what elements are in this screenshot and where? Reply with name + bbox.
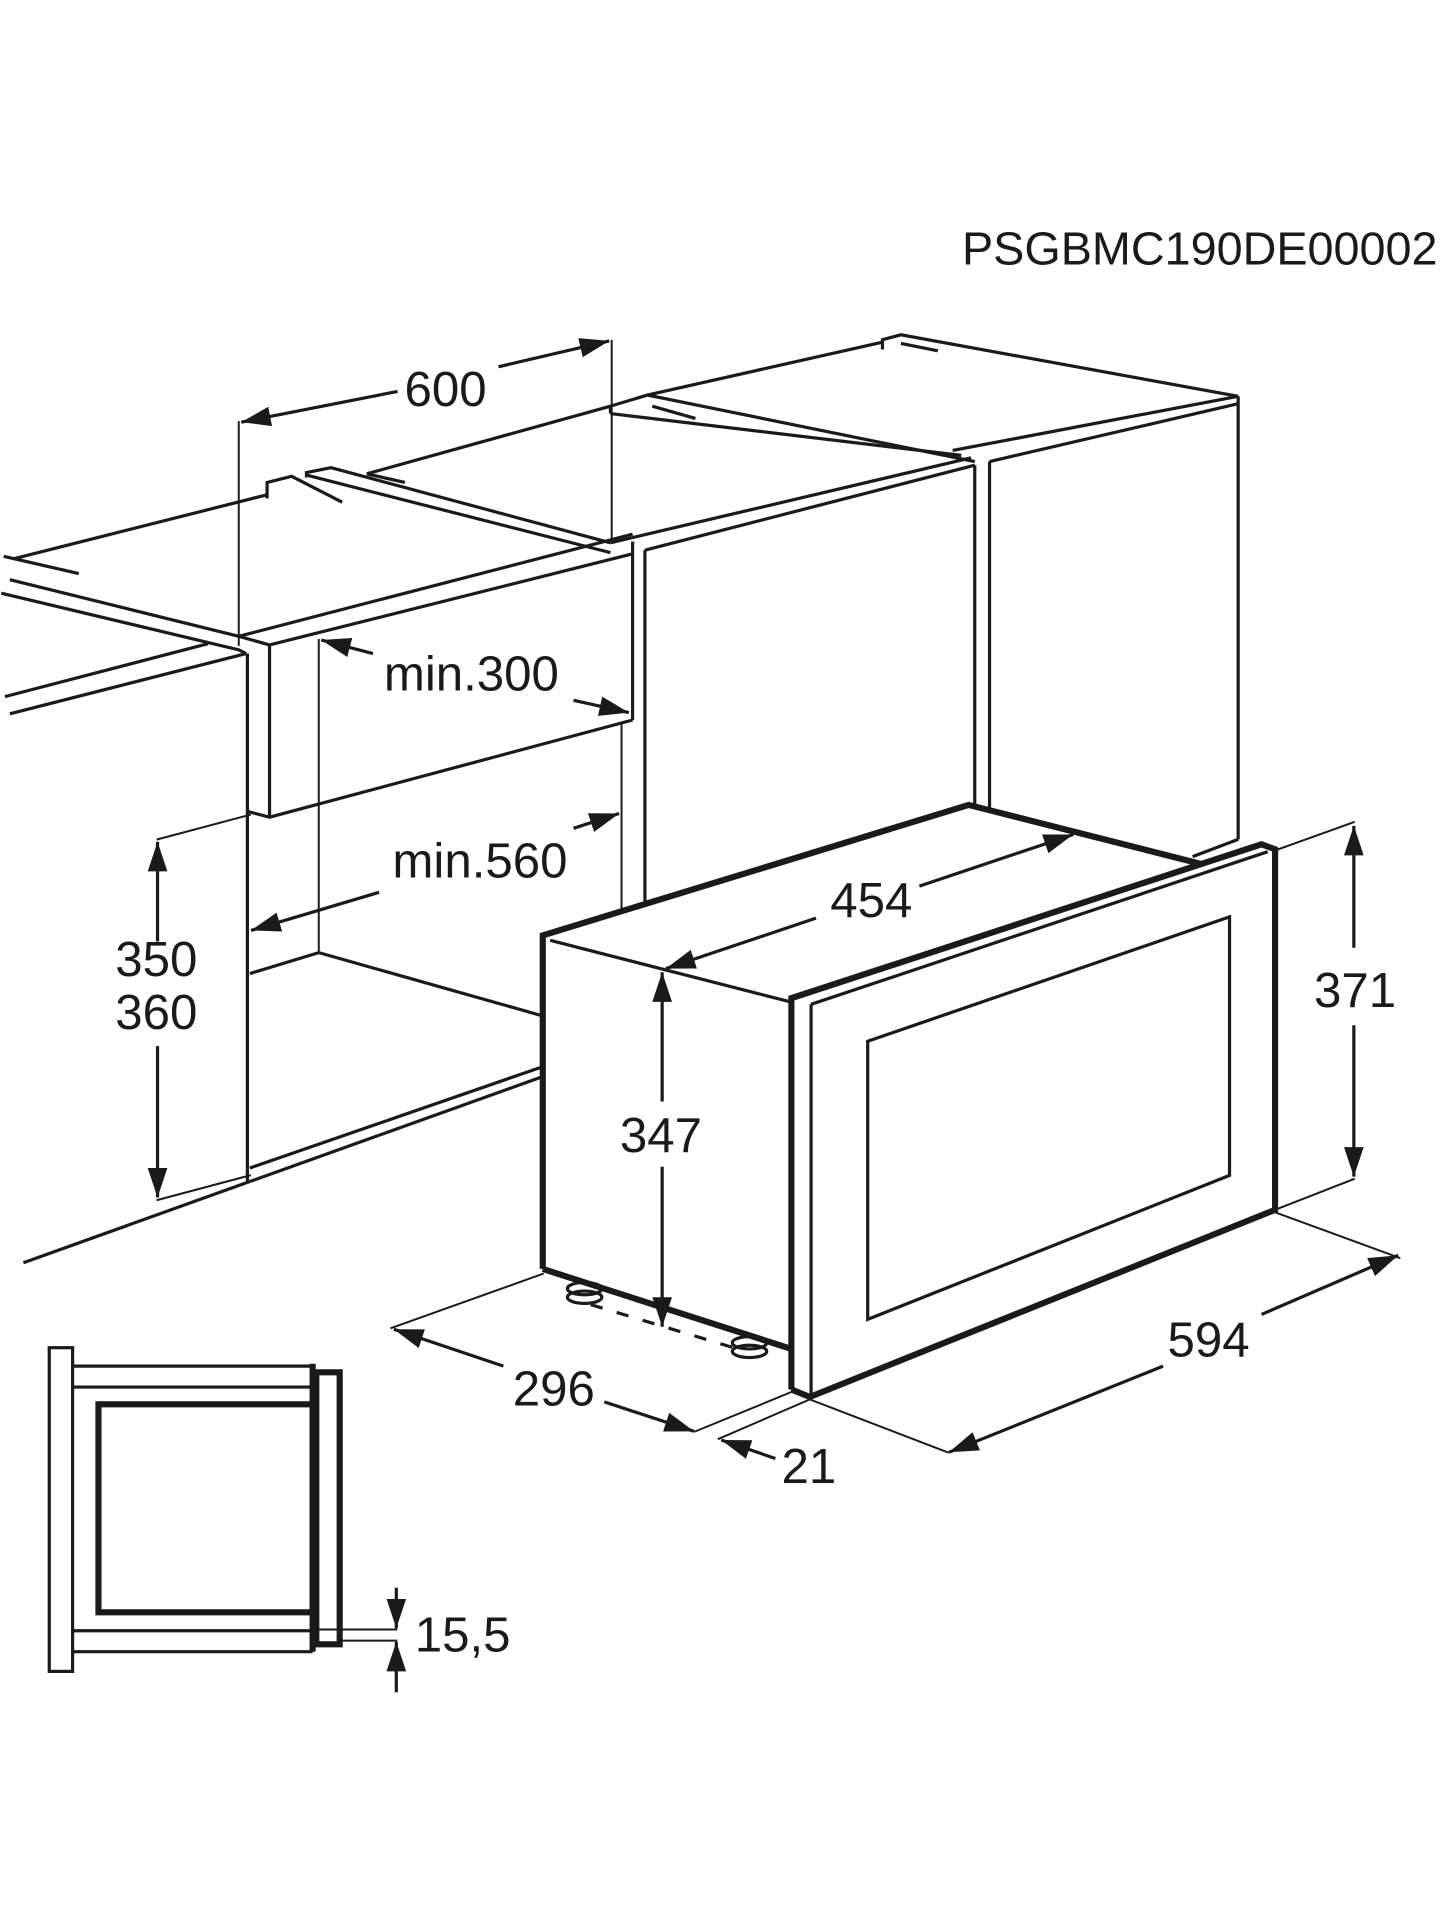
label-min-560: min.560 (392, 834, 567, 889)
label-600: 600 (404, 362, 486, 417)
label-350: 350 (115, 932, 197, 987)
label-296: 296 (513, 1362, 595, 1417)
label-347: 347 (620, 1108, 702, 1163)
dimension-body-width: 296 (390, 1272, 793, 1433)
label-371: 371 (1314, 963, 1396, 1018)
label-360: 360 (115, 985, 197, 1040)
dimension-front-height: 371 (1273, 820, 1396, 1212)
product-code: PSGBMC190DE00002 (962, 223, 1438, 275)
dimension-door-thickness: 21 (717, 1398, 837, 1494)
dimension-front-width: 594 (808, 1211, 1401, 1454)
niche (22, 639, 623, 1265)
dimension-body-height: 347 (620, 972, 702, 1327)
label-21: 21 (782, 1439, 837, 1494)
door (788, 841, 1279, 1401)
door-window (866, 914, 1232, 1322)
dimension-min-300: min.300 (320, 637, 630, 716)
upper-cabinets (0, 333, 1240, 905)
microwave (539, 801, 1279, 1401)
section-detail: 15,5 (47, 1346, 511, 1693)
label-min-300: min.300 (384, 646, 559, 701)
dimension-min-560: min.560 (250, 812, 620, 932)
label-454: 454 (830, 873, 912, 928)
label-594: 594 (1168, 1312, 1250, 1367)
label-15-5: 15,5 (415, 1608, 511, 1663)
feet (565, 1280, 769, 1360)
dimension-body-depth: 454 (665, 832, 1074, 971)
dimension-niche-height: 350 360 (115, 813, 252, 1202)
dimension-niche-width: 600 (237, 338, 613, 646)
